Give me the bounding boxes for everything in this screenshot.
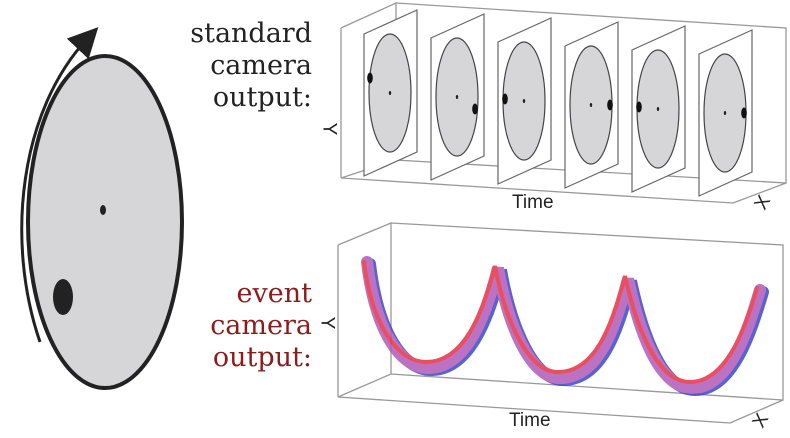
label-line: event	[236, 278, 312, 309]
frame-center-dot	[656, 107, 660, 111]
frame-large-dot	[472, 103, 478, 115]
rotation-arrow-icon	[20, 27, 99, 343]
camera-frame	[698, 29, 753, 197]
frame-center-dot	[723, 111, 727, 115]
time-axis-label-top: Time	[512, 192, 554, 213]
overlap-events	[361, 256, 766, 395]
label-line: camera	[210, 310, 312, 341]
event-camera-label: event camera output:	[210, 278, 312, 374]
frame-large-dot	[502, 93, 508, 105]
label-line: camera	[210, 50, 312, 81]
event-stream	[361, 256, 769, 397]
y-axis-label-bottom: Y	[316, 316, 338, 330]
rotating-disk	[26, 54, 184, 390]
frame-large-dot	[741, 107, 747, 119]
camera-frame	[497, 17, 552, 185]
label-line: output:	[212, 82, 312, 113]
standard-camera-label: standard camera output:	[190, 18, 312, 114]
frame-center-dot	[388, 91, 392, 95]
time-axis-label-bottom: Time	[509, 410, 551, 431]
camera-frame	[363, 9, 418, 177]
frame-center-dot	[589, 103, 593, 107]
camera-frame	[564, 21, 619, 189]
frame-large-dot	[367, 72, 373, 84]
large-dot	[53, 279, 73, 315]
center-dot	[100, 205, 106, 215]
positive-events	[362, 260, 759, 385]
frame-large-dot	[607, 99, 613, 111]
frame-center-dot	[522, 99, 526, 103]
frame-large-dot	[636, 101, 642, 113]
events-box	[337, 222, 784, 424]
camera-frame	[631, 25, 686, 193]
label-line: output:	[212, 342, 312, 373]
frame-stack	[363, 9, 753, 197]
y-axis-label-top: Y	[318, 122, 340, 136]
frame-center-dot	[455, 95, 459, 99]
camera-frame	[430, 13, 485, 181]
label-line: standard	[190, 18, 312, 49]
